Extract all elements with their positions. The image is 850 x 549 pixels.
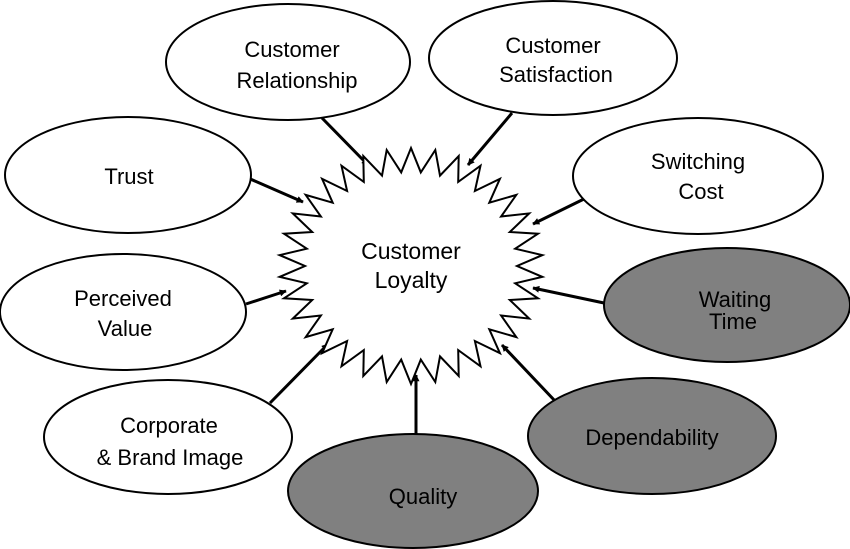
customer-satisfaction-label-line-1: Customer xyxy=(505,33,600,58)
customer-satisfaction-ellipse xyxy=(428,0,678,116)
center-label-line-1: Customer xyxy=(361,238,461,264)
center-label-line-2: Loyalty xyxy=(375,267,448,293)
quality-ellipse xyxy=(287,433,539,549)
factor-dependability: Dependability xyxy=(527,377,777,495)
arrow-trust xyxy=(247,176,304,204)
center-node: Customer Loyalty xyxy=(276,145,546,387)
arrow-dependability xyxy=(500,343,558,404)
trust-label-line-1: Trust xyxy=(104,164,153,189)
perceived-value-ellipse xyxy=(0,253,247,371)
dependability-label-line-1: Dependability xyxy=(585,425,718,450)
factor-quality: Quality xyxy=(287,433,539,549)
arrow-switching-cost xyxy=(532,196,587,226)
connectors xyxy=(245,112,605,444)
corporate-brand-image-label-line-1: Corporate xyxy=(120,413,218,438)
waiting-time-label-line-2: Time xyxy=(709,309,757,334)
factor-perceived-value: Perceived Value xyxy=(0,253,247,371)
factor-customer-relationship: Customer Relationship xyxy=(165,3,411,121)
waiting-time-ellipse xyxy=(603,247,850,363)
starburst-shape xyxy=(276,145,546,387)
corporate-brand-image-ellipse xyxy=(43,379,293,495)
factor-switching-cost: Switching Cost xyxy=(572,117,824,235)
customer-satisfaction-label-line-2: Satisfaction xyxy=(499,62,613,87)
customer-relationship-label-line-2: Relationship xyxy=(236,68,357,93)
factor-customer-satisfaction: Customer Satisfaction xyxy=(428,0,678,116)
arrow-customer-relationship xyxy=(320,116,370,167)
waiting-time-label-line-1: Waiting xyxy=(699,287,772,312)
dependability-ellipse xyxy=(527,377,777,495)
switching-cost-label-line-1: Switching xyxy=(651,149,745,174)
quality-label-line-1: Quality xyxy=(389,484,457,509)
corporate-brand-image-label-line-2: & Brand Image xyxy=(97,445,244,470)
arrow-corporate-brand-image xyxy=(268,342,330,405)
trust-ellipse xyxy=(4,116,252,234)
switching-cost-ellipse xyxy=(572,117,824,235)
switching-cost-label-line-2: Cost xyxy=(678,179,723,204)
customer-relationship-ellipse xyxy=(165,3,411,121)
perceived-value-label-line-1: Perceived xyxy=(74,286,172,311)
arrow-customer-satisfaction xyxy=(466,112,514,166)
arrow-perceived-value xyxy=(245,289,287,306)
arrow-waiting-time xyxy=(532,285,605,305)
customer-relationship-label-line-1: Customer xyxy=(244,37,339,62)
factor-waiting-time: Waiting Time xyxy=(603,247,850,363)
perceived-value-label-line-2: Value xyxy=(98,316,153,341)
factor-corporate-brand-image: Corporate & Brand Image xyxy=(43,379,293,495)
factor-trust: Trust xyxy=(4,116,252,234)
